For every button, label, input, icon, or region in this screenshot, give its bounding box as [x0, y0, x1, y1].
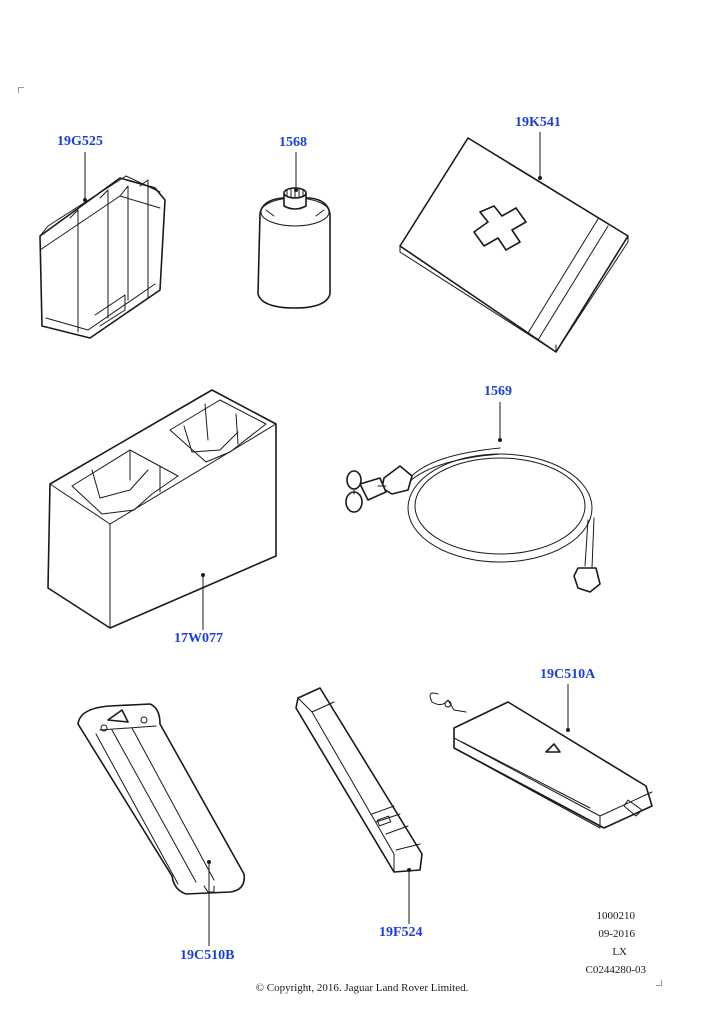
fob-case-b-illustration	[77, 703, 246, 895]
callout-1568[interactable]: 1568	[279, 135, 307, 150]
copyright-notice: © Copyright, 2016. Jaguar Land Rover Lim…	[255, 982, 469, 994]
fob-pouch-a-illustration	[429, 692, 653, 829]
callout-19c510b[interactable]: 19C510B	[180, 948, 235, 963]
callout-19c510a[interactable]: 19C510A	[540, 667, 596, 682]
model-code: LX	[612, 946, 627, 958]
case-box-illustration	[39, 175, 166, 339]
callout-19k541[interactable]: 19K541	[515, 115, 561, 130]
callout-17w077[interactable]: 17W077	[174, 631, 223, 646]
bottle-illustration	[257, 187, 331, 309]
corner-mark-top-left	[18, 87, 24, 93]
foam-tray-illustration	[47, 389, 277, 629]
leader-lines	[83, 132, 570, 946]
callout-19f524[interactable]: 19F524	[379, 925, 423, 940]
stick-illustration	[295, 687, 423, 873]
callout-19g525[interactable]: 19G525	[57, 134, 103, 149]
diagram-date: 09-2016	[598, 928, 635, 940]
first-aid-booklet-illustration	[399, 137, 629, 353]
illustration-code: C0244280-03	[585, 964, 647, 976]
diagram-number: 1000210	[596, 910, 636, 922]
hose-illustration	[345, 447, 601, 593]
callout-1569[interactable]: 1569	[484, 384, 512, 399]
